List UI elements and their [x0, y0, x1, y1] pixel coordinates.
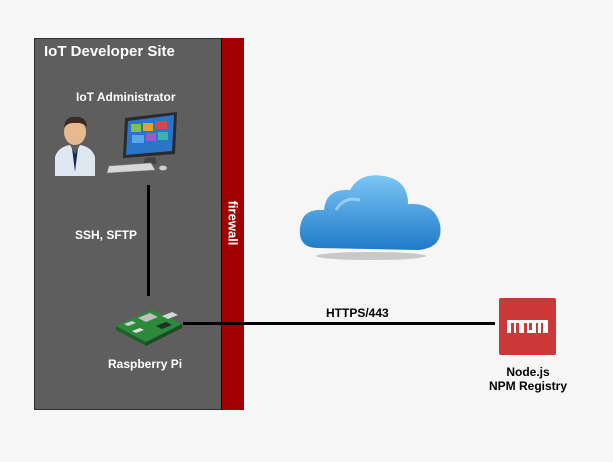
ssh-connection-line — [147, 185, 150, 296]
admin-label: IoT Administrator — [76, 90, 176, 104]
computer-icon — [106, 112, 177, 174]
npm-label-line2: NPM Registry — [488, 379, 568, 393]
ssh-label: SSH, SFTP — [75, 228, 138, 242]
firewall-label: firewall — [225, 200, 241, 246]
raspberry-pi-icon — [116, 310, 182, 346]
https-connection-line — [183, 322, 495, 325]
npm-logo-icon — [499, 298, 556, 355]
https-label: HTTPS/443 — [326, 306, 389, 320]
npm-label-line1: Node.js — [506, 365, 550, 379]
developer-site-zone: IoT Developer Site — [34, 38, 244, 410]
raspberry-pi-label: Raspberry Pi — [108, 357, 183, 371]
cloud-icon — [299, 175, 441, 260]
site-title: IoT Developer Site — [44, 43, 175, 60]
person-icon — [55, 116, 95, 176]
firewall-bar: firewall — [221, 38, 244, 410]
